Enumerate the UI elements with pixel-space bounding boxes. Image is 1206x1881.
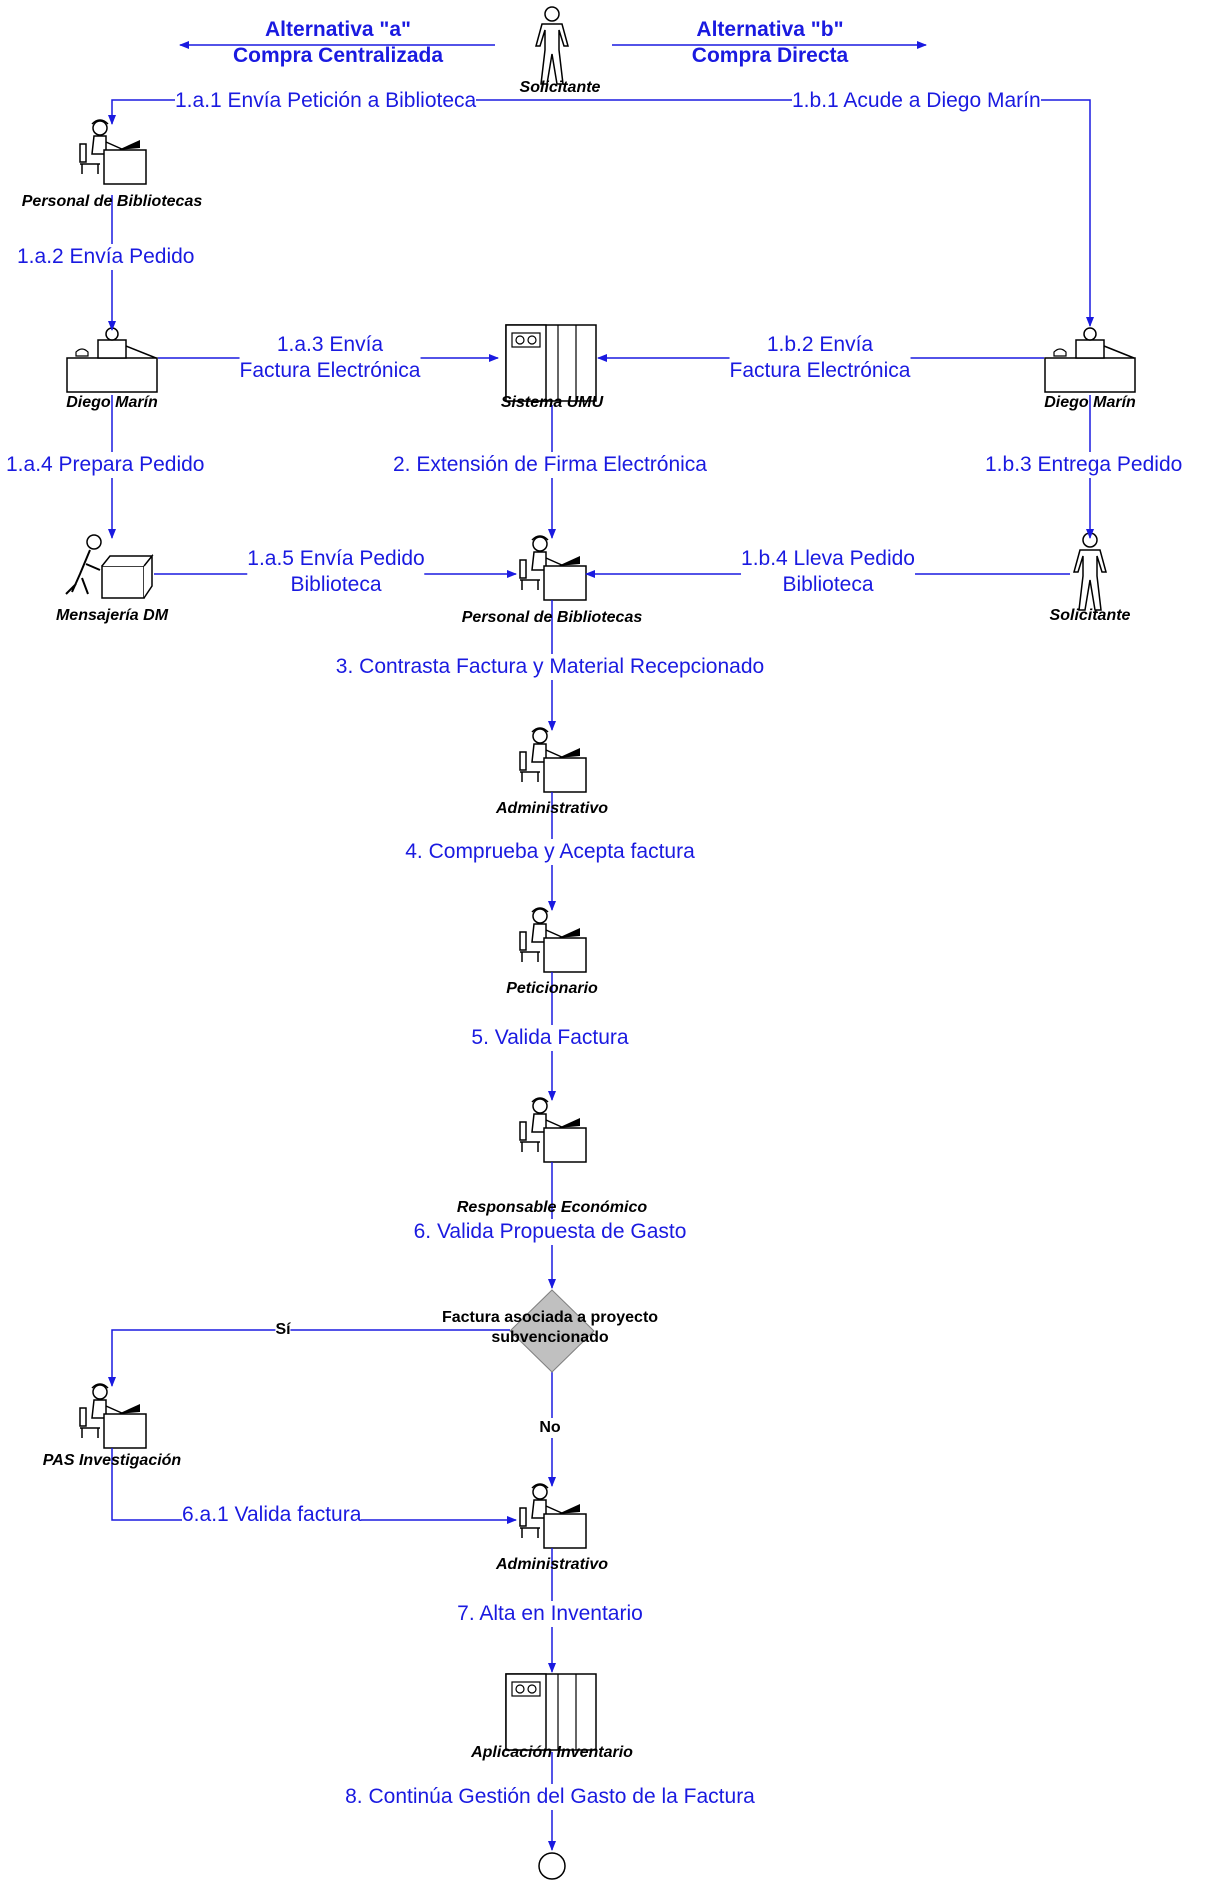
step-6-label: 6. Valida Propuesta de Gasto	[413, 1219, 687, 1245]
step-1a4-label: 1.a.4 Prepara Pedido	[6, 452, 205, 478]
step-8-label: 8. Continúa Gestión del Gasto de la Fact…	[345, 1784, 755, 1810]
solicitante-top-icon	[535, 6, 569, 85]
alt-b-title: Alternativa "b"	[696, 18, 844, 41]
step-1b4-label: 1.b.4 Lleva Pedido Biblioteca	[741, 546, 915, 598]
decision-no-label: No	[539, 1418, 561, 1438]
aplicacion-inventario-icon	[505, 1673, 597, 1751]
actor-diego-marin-left: Diego Marín	[66, 394, 158, 411]
decision-yes-label: Sí	[275, 1320, 291, 1340]
diego-marin-right-icon	[1044, 327, 1136, 393]
step-1b4-line1: 1.b.4 Lleva Pedido	[741, 547, 915, 570]
alt-a-header: Alternativa "a" Compra Centralizada	[233, 17, 443, 69]
actor-administrativo-1: Administrativo	[495, 800, 609, 817]
actor-administrativo-2: Administrativo	[495, 1556, 609, 1573]
actor-responsable-economico: Responsable Económico	[456, 1199, 648, 1216]
step-1b1-label: 1.b.1 Acude a Diego Marín	[792, 88, 1041, 114]
step-1b2-label: 1.b.2 Envía Factura Electrónica	[729, 332, 911, 384]
step-1a1-label: 1.a.1 Envía Petición a Biblioteca	[175, 88, 477, 114]
step-7-label: 7. Alta en Inventario	[457, 1601, 643, 1627]
actor-solicitante-top: Solicitante	[519, 79, 601, 96]
personal-bibliotecas-top-icon	[79, 119, 147, 185]
alt-a-subtitle: Compra Centralizada	[232, 44, 444, 67]
step-1a3-line2: Factura Electrónica	[239, 359, 421, 382]
step-5-label: 5. Valida Factura	[471, 1025, 629, 1051]
step-3-label: 3. Contrasta Factura y Material Recepcio…	[335, 654, 765, 680]
alt-a-title: Alternativa "a"	[265, 18, 411, 41]
step-1b3-label: 1.b.3 Entrega Pedido	[985, 452, 1183, 478]
step-1a3-line1: 1.a.3 Envía	[276, 333, 384, 356]
personal-bibliotecas-mid-icon	[519, 535, 587, 601]
step-1a5-line2: Biblioteca	[290, 573, 382, 596]
actor-aplicacion-inventario: Aplicación Inventario	[471, 1744, 633, 1761]
flow-1b1	[552, 99, 1094, 327]
pas-investigacion-icon	[79, 1383, 147, 1449]
mensajeria-dm-icon	[65, 534, 153, 599]
responsable-economico-icon	[519, 1097, 587, 1163]
actor-personal-bibliotecas-mid: Personal de Bibliotecas	[461, 609, 643, 626]
step-1a5-label: 1.a.5 Envía Pedido Biblioteca	[247, 546, 425, 598]
step-2-label: 2. Extensión de Firma Electrónica	[393, 452, 707, 478]
decision-label: Factura asociada a proyecto subvencionad…	[442, 1308, 658, 1348]
end-node	[538, 1852, 566, 1880]
alt-b-subtitle: Compra Directa	[691, 44, 849, 67]
flow-6a1	[111, 1448, 517, 1524]
alt-b-header: Alternativa "b" Compra Directa	[692, 17, 848, 69]
actor-pas-investigacion: PAS Investigación	[42, 1452, 182, 1469]
actor-peticionario: Peticionario	[506, 980, 598, 997]
step-1b2-line2: Factura Electrónica	[729, 359, 911, 382]
actor-personal-bibliotecas-top: Personal de Bibliotecas	[21, 193, 203, 210]
actor-sistema-umu: Sistema UMU	[500, 394, 604, 411]
step-1a3-label: 1.a.3 Envía Factura Electrónica	[239, 332, 421, 384]
actor-mensajeria-dm: Mensajería DM	[55, 607, 169, 624]
decision-diamond	[509, 1289, 595, 1373]
solicitante-right-icon	[1073, 532, 1107, 611]
step-1b2-line1: 1.b.2 Envía	[766, 333, 874, 356]
administrativo-2-icon	[519, 1483, 587, 1549]
diego-marin-left-icon	[66, 327, 158, 393]
sistema-umu-icon	[505, 324, 597, 402]
decision-line2: subvencionado	[491, 1329, 609, 1346]
step-4-label: 4. Comprueba y Acepta factura	[405, 839, 695, 865]
step-1b4-line2: Biblioteca	[782, 573, 874, 596]
step-1a2-label: 1.a.2 Envía Pedido	[17, 244, 195, 270]
decision-line1: Factura asociada a proyecto	[441, 1309, 659, 1326]
peticionario-icon	[519, 907, 587, 973]
step-1a5-line1: 1.a.5 Envía Pedido	[247, 547, 425, 570]
administrativo-1-icon	[519, 727, 587, 793]
actor-solicitante-right: Solicitante	[1049, 607, 1131, 624]
flow-si	[108, 1329, 510, 1387]
actor-diego-marin-right: Diego Marín	[1044, 394, 1136, 411]
step-6a1-label: 6.a.1 Valida factura	[182, 1502, 362, 1528]
